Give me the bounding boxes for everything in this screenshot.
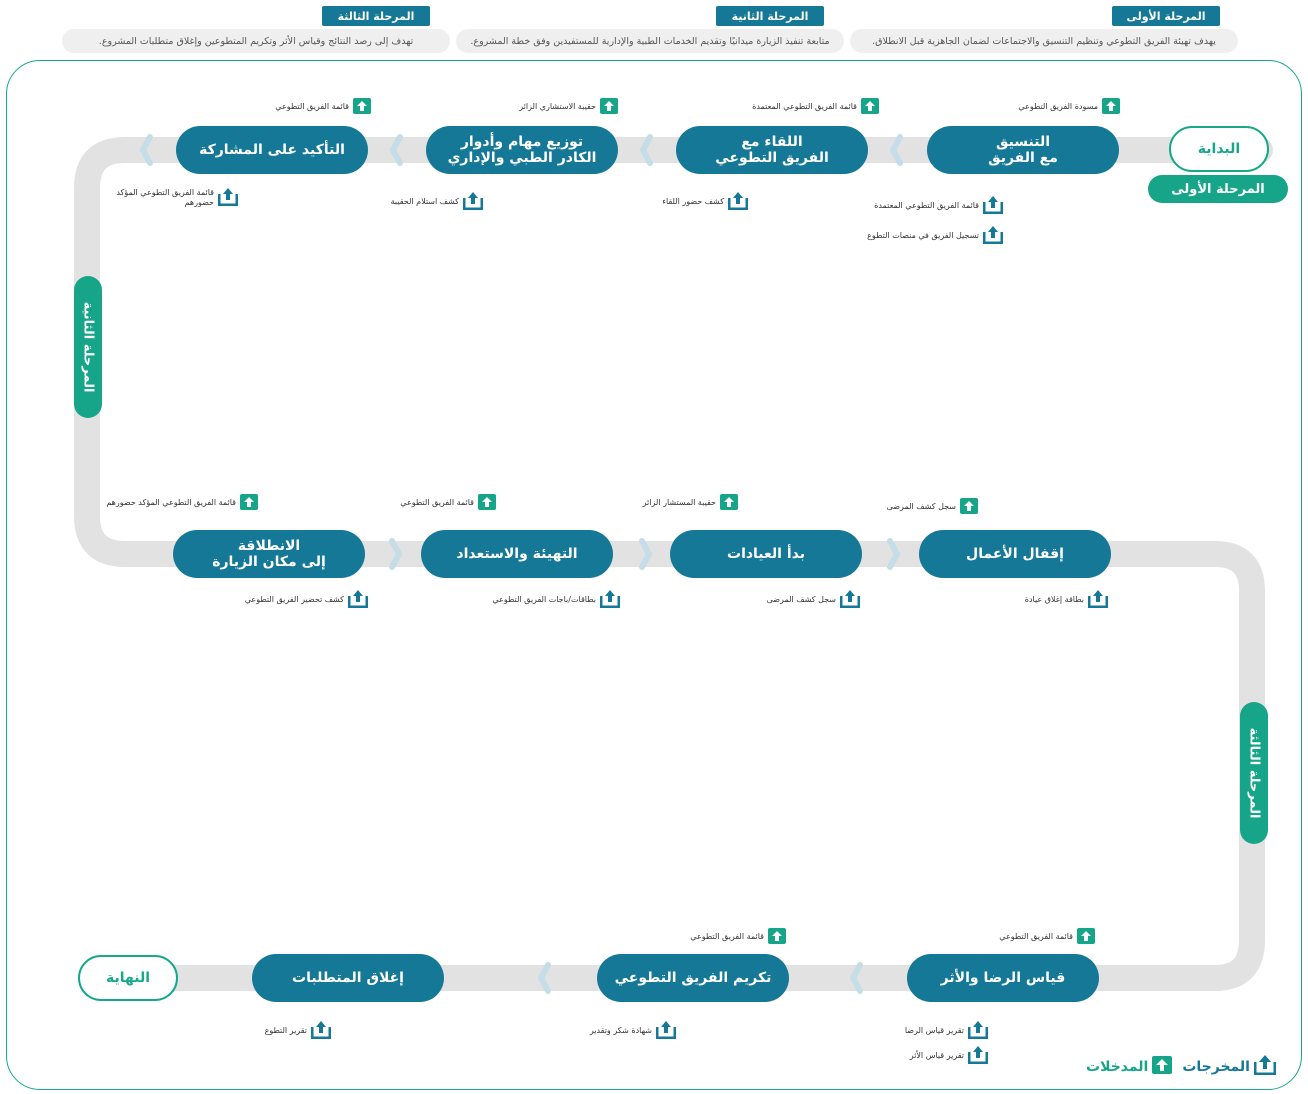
input-icon — [768, 928, 786, 946]
step-close-requirements: إغلاق المتطلبات — [252, 954, 444, 1002]
output-icon — [462, 192, 484, 212]
row-2-phase-label: المرحلة الثانية — [74, 276, 102, 418]
step-team-meeting: اللقاء مع الفريق التطوعي — [676, 126, 868, 174]
output-icon — [655, 1021, 677, 1041]
step-start-clinics: بدأ العيادات — [670, 530, 862, 578]
output-icon — [982, 226, 1004, 246]
output-item: كشف حضور اللقاء — [662, 192, 749, 212]
output-icon — [982, 196, 1004, 216]
diagram-frame — [6, 60, 1302, 1090]
step-team-honor: تكريم الفريق التطوعي — [597, 954, 789, 1002]
input-icon — [353, 98, 371, 116]
output-item: كشف استلام الحقيبة — [391, 192, 484, 212]
step-role-distribution: توزيع مهام وأدوار الكادر الطبي والإداري — [426, 126, 618, 174]
output-icon — [839, 590, 861, 610]
input-icon — [1152, 1056, 1173, 1078]
output-item: تقرير قياس الرضا — [905, 1021, 989, 1041]
legend-outputs: المخرجات — [1182, 1055, 1277, 1079]
output-icon — [310, 1021, 332, 1041]
input-item: قائمة الفريق التطوعي — [999, 928, 1095, 946]
input-item: قائمة الفريق التطوعي — [400, 494, 496, 512]
output-item: شهادة شكر وتقدير — [590, 1021, 677, 1041]
step-close-work: إقفال الأعمال — [919, 530, 1111, 578]
input-icon — [240, 494, 258, 512]
output-icon — [967, 1021, 989, 1041]
input-icon — [1077, 928, 1095, 946]
end-node: النهاية — [78, 955, 178, 1001]
row-1-phase-label: المرحلة الأولى — [1148, 175, 1288, 203]
input-item: قائمة الفريق التطوعي المؤكد حضورهم — [106, 494, 258, 512]
phase-2-tag: المرحلة الثانية — [716, 6, 824, 26]
input-icon — [600, 98, 618, 116]
start-node: البداية — [1169, 126, 1269, 172]
input-icon — [478, 494, 496, 512]
step-coordination: التنسيق مع الفريق — [927, 126, 1119, 174]
input-icon — [861, 98, 879, 116]
phase-1-description: يهدف تهيئة الفريق التطوعي وتنظيم التنسيق… — [850, 29, 1238, 53]
output-icon — [1087, 590, 1109, 610]
output-item: تقرير التطوع — [265, 1021, 332, 1041]
legend: المخرجات المدخلات — [1086, 1055, 1277, 1079]
output-item: تسجيل الفريق في منصات التطوع — [867, 226, 1004, 246]
output-item: سجل كشف المرضى — [767, 590, 861, 610]
output-icon — [347, 590, 369, 610]
step-departure: الانطلاقة إلى مكان الزيارة — [173, 530, 365, 578]
legend-inputs: المدخلات — [1086, 1056, 1173, 1078]
phase-2-description: متابعة تنفيذ الزيارة ميدانيًا وتقديم الخ… — [456, 29, 844, 53]
output-icon — [967, 1046, 989, 1066]
output-item: بطاقة إغلاق عيادة — [1025, 590, 1109, 610]
phase-3-description: تهدف إلى رصد النتائج وقياس الأثر وتكريم … — [62, 29, 450, 53]
input-item: قائمة الفريق التطوعي المعتمدة — [752, 98, 879, 116]
step-preparation: التهيئة والاستعداد — [421, 530, 613, 578]
output-item: قائمة الفريق التطوعي المعتمدة — [874, 196, 1004, 216]
input-item: حقيبة الاستشاري الزائر — [519, 98, 618, 116]
input-item: حقيبة المستشار الزائر — [643, 494, 738, 512]
row-3-phase-label: المرحلة الثالثة — [1240, 702, 1268, 844]
input-item: مسودة الفريق التطوعي — [1018, 98, 1120, 116]
output-item: كشف تحضير الفريق التطوعي — [245, 590, 369, 610]
output-item: بطاقات/باجات الفريق التطوعي — [492, 590, 621, 610]
output-icon — [1253, 1055, 1277, 1079]
input-item: قائمة الفريق التطوعي — [275, 98, 371, 116]
output-icon — [599, 590, 621, 610]
input-icon — [720, 494, 738, 512]
phase-1-tag: المرحلة الأولى — [1112, 6, 1220, 26]
output-icon — [727, 192, 749, 212]
phase-3-tag: المرحلة الثالثة — [322, 6, 430, 26]
input-item: سجل كشف المرضى — [887, 498, 978, 516]
step-satisfaction-impact: قياس الرضا والأثر — [907, 954, 1099, 1002]
output-item: قائمة الفريق التطوعي المؤكد حضورهم — [116, 188, 239, 208]
step-participation-confirm: التأكيد على المشاركة — [176, 126, 368, 174]
input-icon — [960, 498, 978, 516]
input-item: قائمة الفريق التطوعي — [690, 928, 786, 946]
output-icon — [217, 188, 239, 208]
output-item: تقرير قياس الأثر — [910, 1046, 989, 1066]
input-icon — [1102, 98, 1120, 116]
